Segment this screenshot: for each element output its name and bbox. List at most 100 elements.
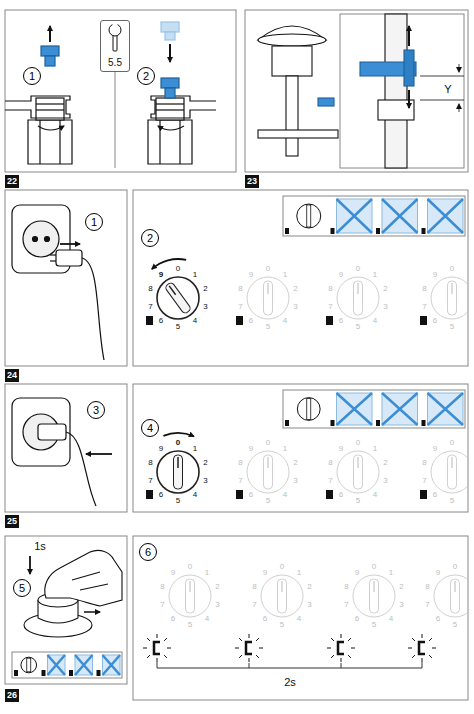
node-text: 6: [145, 547, 151, 558]
control-knob: [247, 451, 289, 493]
dial-number: 5: [266, 323, 270, 331]
display-inset: [382, 199, 418, 233]
control-knob: [451, 579, 460, 613]
dial-number: 7: [328, 303, 332, 311]
dial-number: 7: [425, 601, 429, 609]
display-inset: [48, 655, 66, 675]
dial-number: 5: [176, 323, 180, 331]
dial-number: 4: [283, 491, 287, 499]
control-knob: [448, 281, 457, 315]
display-inset: [422, 228, 426, 234]
control-knob: [278, 579, 287, 613]
dial-number: 1: [297, 569, 301, 577]
flashing-display: [157, 634, 158, 638]
dial-number: 3: [293, 477, 297, 485]
gas-fitting: [151, 96, 216, 118]
dial-number: 0: [266, 439, 270, 447]
dial-number: 2: [383, 459, 387, 467]
display-inset: [42, 670, 46, 676]
dial-number: 8: [148, 285, 152, 293]
node-text: 2: [143, 71, 149, 82]
control-knob: [236, 277, 289, 325]
control-knob: [177, 457, 179, 468]
display-inset: [75, 655, 93, 675]
wall-socket: [12, 398, 112, 506]
control-knob: [169, 575, 211, 617]
control-knob: [146, 277, 199, 325]
node-text: 23: [247, 176, 257, 186]
burner-assembly: [258, 130, 338, 138]
dial-number: 8: [344, 583, 348, 591]
dial-number: 1: [283, 445, 287, 453]
dial-number: 8: [422, 459, 426, 467]
display-inset: [428, 199, 464, 233]
control-knob: [431, 277, 467, 319]
flashing-display: [412, 655, 415, 658]
panel-frame: [133, 384, 468, 512]
flashing-display: [147, 655, 150, 658]
gas-fitting: [148, 22, 216, 164]
burner-assembly: [420, 100, 464, 101]
display-inset: [337, 199, 373, 233]
control-knob: [267, 283, 269, 294]
dial-number: 6: [433, 491, 437, 499]
dial-number: 5: [450, 323, 454, 331]
dial-number: 2: [399, 583, 403, 591]
control-knob: [373, 581, 375, 592]
dial-number: 3: [383, 477, 387, 485]
panel-frame: [5, 10, 236, 172]
control-knob: [169, 286, 175, 295]
display-inset: [382, 199, 418, 233]
display-inset: [285, 228, 289, 234]
panel-frame: [133, 536, 468, 700]
dial-number: 2: [293, 459, 297, 467]
time-label: 1s: [34, 541, 46, 552]
burner-assembly: [258, 34, 326, 46]
dial-number: 5: [356, 323, 360, 331]
flashing-display: [351, 648, 355, 649]
dial-number: 0: [372, 563, 376, 571]
wall-socket: [45, 237, 50, 242]
dial-number: 7: [422, 477, 426, 485]
dial-number: 4: [193, 491, 197, 499]
display-inset: [422, 420, 426, 426]
dial-number: 4: [193, 317, 197, 325]
dial-number: 1: [283, 271, 287, 279]
dial-number: 6: [159, 491, 163, 499]
display-inset: [331, 420, 335, 426]
dial-number: 9: [433, 445, 437, 453]
flashing-display: [331, 655, 334, 658]
dial-number: 0: [453, 563, 457, 571]
wall-socket: [38, 424, 66, 440]
control-knob: [261, 575, 303, 617]
display-inset: [21, 657, 37, 673]
control-knob: [189, 581, 191, 592]
flashing-display: [143, 634, 171, 662]
burner-assembly: [408, 90, 410, 108]
control-knob: [353, 575, 395, 617]
wall-socket: [56, 250, 82, 266]
burner-assembly: [258, 14, 464, 168]
dial-number: 6: [249, 491, 253, 499]
control-knob: [146, 451, 199, 499]
control-knob: [434, 575, 467, 617]
dial-number: 7: [238, 477, 242, 485]
display-inset: [428, 199, 464, 233]
gas-fitting: [158, 126, 184, 130]
flashing-display: [154, 642, 160, 654]
wall-socket: [23, 221, 59, 257]
dial-number: 3: [307, 601, 311, 609]
hand-pressing-knob: [29, 556, 31, 574]
figure-number: 24: [5, 369, 19, 382]
dial-number: 8: [422, 285, 426, 293]
gas-fitting: [49, 26, 51, 42]
display-inset: [382, 393, 418, 425]
flashing-display: [327, 634, 355, 662]
control-knob: [326, 490, 333, 499]
display-inset: [297, 204, 321, 228]
time-label: 2s: [284, 677, 296, 688]
control-knob: [451, 283, 453, 294]
dial-number: 8: [328, 285, 332, 293]
flashing-display: [235, 634, 263, 662]
display-inset: [283, 390, 465, 428]
